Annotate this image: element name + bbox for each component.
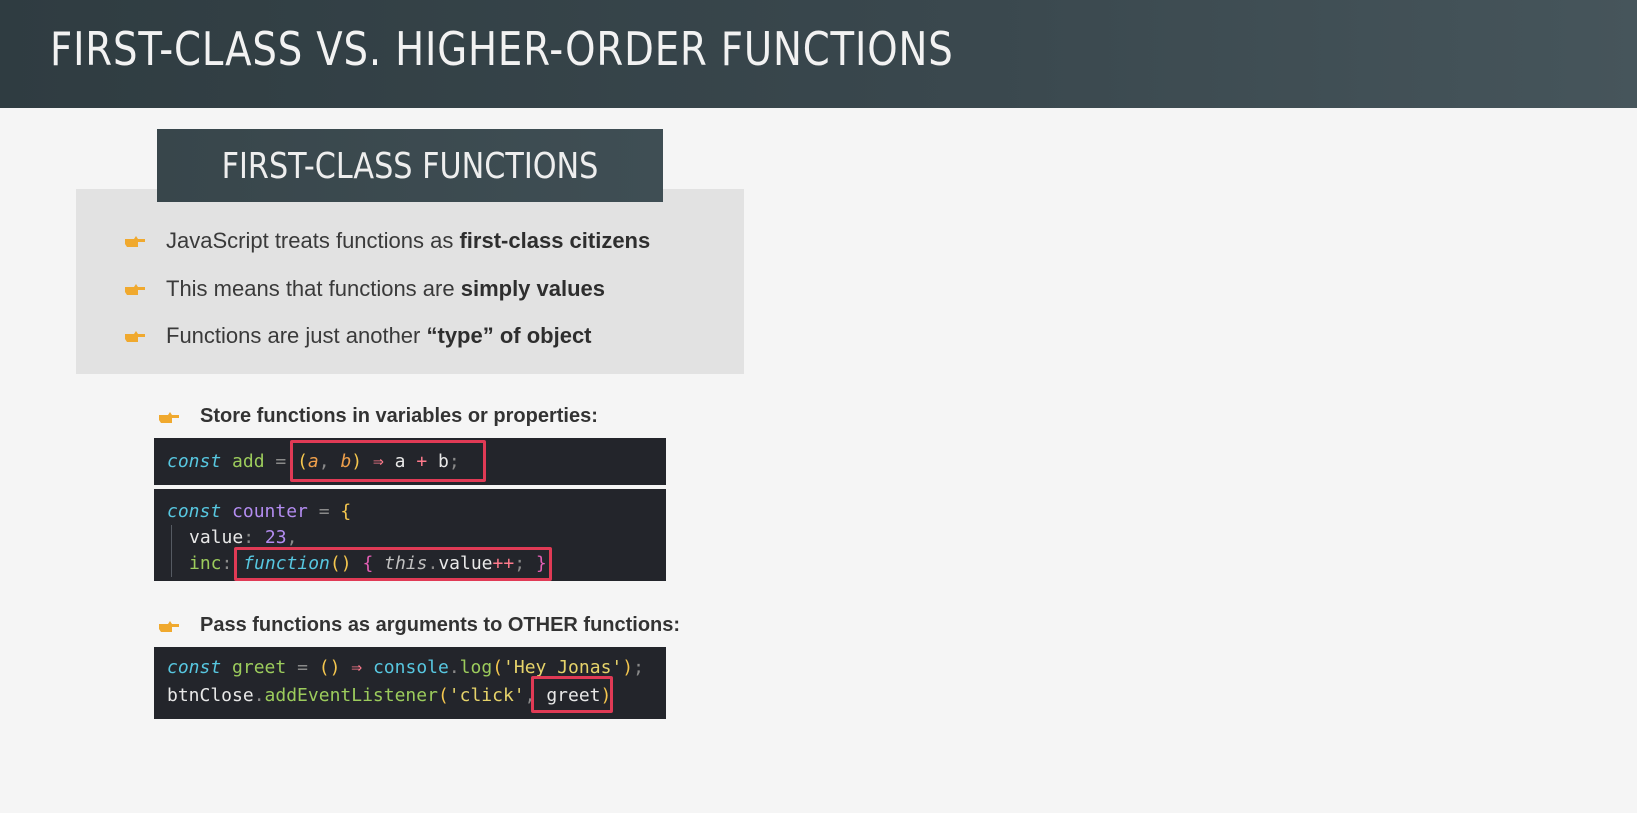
slide-header: FIRST-CLASS VS. HIGHER-ORDER FUNCTIONS bbox=[0, 0, 1637, 108]
code-line: const greet = () ⇒ console.log('Hey Jona… bbox=[167, 657, 644, 678]
code-block-greet: const greet = () ⇒ console.log('Hey Jona… bbox=[154, 647, 666, 719]
bullet-item: This means that functions are simply val… bbox=[124, 276, 605, 302]
bullet-text: Functions are just another bbox=[166, 323, 421, 348]
bullet-bold: first-class citizens bbox=[459, 228, 651, 253]
indent-guide bbox=[171, 525, 172, 577]
pointing-hand-icon bbox=[124, 282, 146, 296]
bullet-item: JavaScript treats functions as first-cla… bbox=[124, 228, 650, 254]
sub-bullet-item: Pass functions as arguments to OTHER fun… bbox=[158, 614, 680, 637]
highlight-box bbox=[290, 440, 486, 482]
sub-bullet-text: Pass functions as arguments to OTHER fun… bbox=[200, 614, 681, 636]
bullet-text: JavaScript treats functions as bbox=[166, 228, 454, 253]
bullet-bold: “type” of object bbox=[426, 323, 592, 348]
slide-title: FIRST-CLASS VS. HIGHER-ORDER FUNCTIONS bbox=[50, 22, 954, 76]
bullet-bold: simply values bbox=[460, 276, 606, 301]
code-line: const add = (a, b) ⇒ a + b; bbox=[167, 451, 460, 472]
bullet-panel bbox=[76, 189, 744, 374]
code-block-add: const add = (a, b) ⇒ a + b; bbox=[154, 438, 666, 485]
bullet-text: This means that functions are bbox=[166, 276, 455, 301]
pointing-hand-icon bbox=[158, 619, 180, 633]
code-line: btnClose.addEventListener('click', greet… bbox=[167, 685, 612, 706]
sub-bullet-item: Store functions in variables or properti… bbox=[158, 405, 598, 428]
section-banner: FIRST-CLASS FUNCTIONS bbox=[157, 129, 663, 202]
code-block-counter: const counter = { value: 23, inc: functi… bbox=[154, 489, 666, 581]
code-line: value: 23, bbox=[189, 527, 298, 548]
section-title: FIRST-CLASS FUNCTIONS bbox=[221, 146, 599, 187]
code-line: inc: function() { this.value++; } bbox=[189, 553, 547, 574]
pointing-hand-icon bbox=[158, 410, 180, 424]
highlight-box bbox=[234, 547, 552, 581]
highlight-box bbox=[531, 676, 613, 713]
pointing-hand-icon bbox=[124, 329, 146, 343]
pointing-hand-icon bbox=[124, 234, 146, 248]
sub-bullet-text: Store functions in variables or properti… bbox=[200, 405, 598, 427]
code-line: const counter = { bbox=[167, 501, 352, 522]
bullet-item: Functions are just another “type” of obj… bbox=[124, 323, 592, 349]
